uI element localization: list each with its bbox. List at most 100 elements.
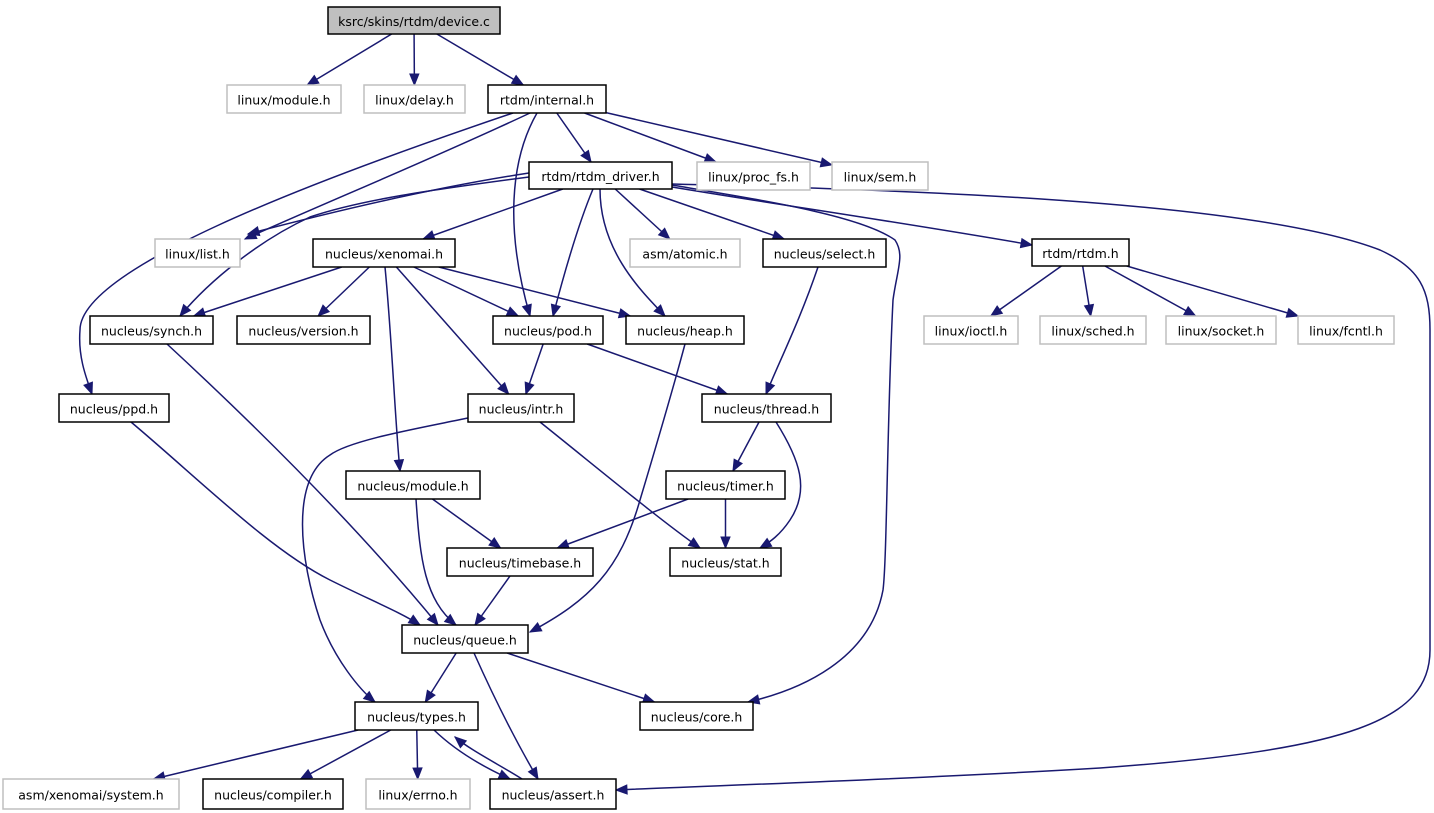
edge-line <box>317 266 370 317</box>
edge-line <box>639 188 785 240</box>
arrowhead-icon <box>393 459 405 473</box>
node-nucleus-timebase[interactable]: nucleus/timebase.h <box>446 547 594 577</box>
node-nucleus-thread[interactable]: nucleus/thread.h <box>701 393 832 423</box>
node-linux-proc-fs: linux/proc_fs.h <box>696 161 811 191</box>
edge-line <box>1104 265 1196 317</box>
node-nucleus-select[interactable]: nucleus/select.h <box>762 238 887 268</box>
arrowhead-icon <box>732 458 743 473</box>
edge-rtdm_driver-to-asm_atomic <box>614 188 671 240</box>
edge-line <box>759 421 802 549</box>
node-nucleus-synch[interactable]: nucleus/synch.h <box>89 315 214 345</box>
arrowhead-icon <box>246 225 261 237</box>
edge-nucleus_intr-to-nucleus_stat <box>539 421 702 549</box>
node-nucleus-core[interactable]: nucleus/core.h <box>639 701 754 731</box>
node-box <box>528 161 673 190</box>
arrowhead-icon <box>580 149 592 164</box>
arrowhead-icon <box>765 381 776 396</box>
node-box <box>467 393 575 423</box>
edge-rtdm_internal-to-linux_list <box>243 112 531 240</box>
node-rtdm-rtdm[interactable]: rtdm/rtdm.h <box>1031 238 1130 267</box>
node-nucleus-version[interactable]: nucleus/version.h <box>236 315 371 345</box>
edge-rtdm_driver-to-nucleus_synch <box>179 176 530 318</box>
node-linux-fcntl: linux/fcntl.h <box>1297 315 1395 345</box>
edge-nucleus_select-to-nucleus_thread <box>765 266 819 396</box>
node-box <box>345 470 481 500</box>
arrowhead-icon <box>424 689 436 704</box>
node-box <box>446 547 594 577</box>
edge-nucleus_pod-to-nucleus_intr <box>524 343 544 396</box>
node-label: nucleus/module.h <box>357 479 468 494</box>
node-linux-module: linux/module.h <box>226 84 342 114</box>
node-rtdm-driver[interactable]: rtdm/rtdm_driver.h <box>528 161 673 190</box>
arrowhead-icon <box>83 381 93 396</box>
node-label: nucleus/version.h <box>248 324 358 339</box>
arrowhead-icon <box>306 74 320 86</box>
node-box <box>327 6 501 35</box>
arrowhead-icon <box>179 303 192 318</box>
arrowhead-icon <box>497 769 512 780</box>
edge-nucleus_xenomai-to-nucleus_version <box>317 266 370 317</box>
node-box <box>492 315 604 345</box>
edge-nucleus_intr-to-nucleus_types <box>301 417 469 703</box>
arrowhead-icon <box>657 227 671 240</box>
edge-rtdm_internal-to-linux_proc_fs <box>584 112 718 163</box>
edge-device_c-to-rtdm_internal <box>436 33 525 86</box>
node-nucleus-xenomai[interactable]: nucleus/xenomai.h <box>312 238 456 268</box>
arrowhead-icon <box>528 621 543 633</box>
node-nucleus-module[interactable]: nucleus/module.h <box>345 470 481 500</box>
node-nucleus-compiler[interactable]: nucleus/compiler.h <box>202 778 344 810</box>
edge-line <box>557 498 689 549</box>
arrowhead-icon <box>407 614 422 626</box>
edge-nucleus_xenomai-to-nucleus_synch <box>192 266 342 318</box>
edge-line <box>247 172 530 235</box>
node-label: linux/module.h <box>237 93 330 108</box>
node-label: nucleus/xenomai.h <box>325 247 443 262</box>
edge-line <box>586 343 728 395</box>
edge-line <box>539 421 701 549</box>
node-box <box>354 701 479 731</box>
node-nucleus-stat[interactable]: nucleus/stat.h <box>669 547 782 577</box>
node-box <box>639 701 754 731</box>
arrowhead-icon <box>454 736 468 749</box>
node-label: nucleus/queue.h <box>413 633 517 648</box>
node-box <box>2 778 180 810</box>
node-nucleus-intr[interactable]: nucleus/intr.h <box>467 393 575 423</box>
edge-line <box>301 417 469 703</box>
edge-rtdm_driver-to-linux_list <box>246 172 530 237</box>
node-label: nucleus/pod.h <box>504 324 592 339</box>
node-box <box>669 547 782 577</box>
edge-nucleus_thread-to-nucleus_timer <box>732 421 760 473</box>
edge-nucleus_heap-to-nucleus_queue <box>528 343 686 633</box>
edge-nucleus_pod-to-nucleus_thread <box>586 343 729 396</box>
node-label: nucleus/core.h <box>651 710 743 725</box>
edge-line <box>244 112 531 240</box>
arrowhead-icon <box>299 768 314 780</box>
edge-rtdm_internal-to-linux_sem <box>605 111 834 168</box>
node-nucleus-heap[interactable]: nucleus/heap.h <box>625 315 745 345</box>
edge-line <box>614 188 671 240</box>
node-label: linux/proc_fs.h <box>708 170 799 185</box>
arrowhead-icon <box>443 613 458 626</box>
arrowhead-icon <box>317 304 331 317</box>
edge-rtdm_rtdm-to-linux_fcntl <box>1126 265 1300 318</box>
edge-line <box>130 421 421 626</box>
arrowhead-icon <box>510 74 525 86</box>
node-label: nucleus/select.h <box>774 247 876 262</box>
edge-line <box>473 652 539 780</box>
node-box <box>923 315 1019 345</box>
node-device-c: ksrc/skins/rtdm/device.c <box>327 6 501 35</box>
node-label: rtdm/rtdm_driver.h <box>541 169 659 184</box>
node-nucleus-types[interactable]: nucleus/types.h <box>354 701 479 731</box>
node-nucleus-assert[interactable]: nucleus/assert.h <box>489 778 617 810</box>
node-rtdm-internal[interactable]: rtdm/internal.h <box>487 84 607 114</box>
node-nucleus-queue[interactable]: nucleus/queue.h <box>401 624 529 654</box>
edge-nucleus_synch-to-nucleus_queue <box>166 343 439 627</box>
node-linux-ioctl: linux/ioctl.h <box>923 315 1019 345</box>
node-label: nucleus/assert.h <box>502 788 605 803</box>
edge-line <box>179 176 530 317</box>
node-nucleus-ppd[interactable]: nucleus/ppd.h <box>58 393 170 423</box>
node-label: linux/ioctl.h <box>935 324 1008 339</box>
node-nucleus-timer[interactable]: nucleus/timer.h <box>665 470 786 500</box>
node-nucleus-pod[interactable]: nucleus/pod.h <box>492 315 604 345</box>
edge-rtdm_internal-to-nucleus_ppd <box>78 112 514 396</box>
